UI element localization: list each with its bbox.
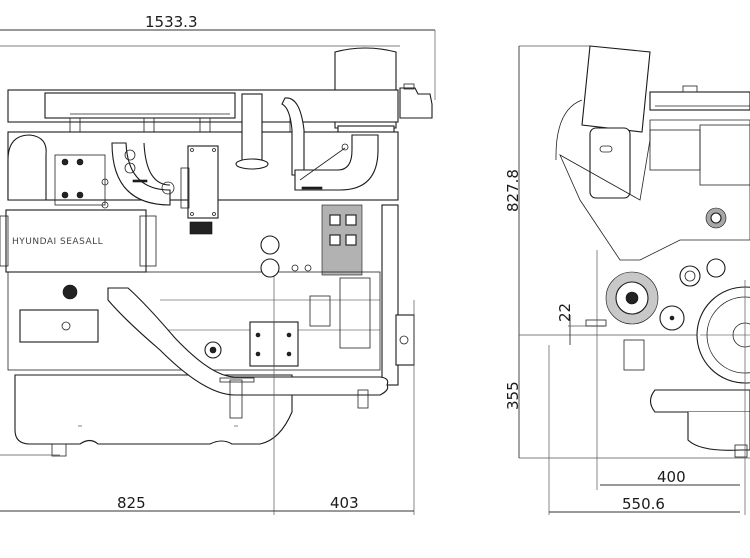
flywheel-housing xyxy=(381,204,415,386)
alternator-pulley xyxy=(605,271,659,325)
dimension-front-to-mount: 825 xyxy=(0,275,275,515)
exhaust-manifold xyxy=(111,134,379,206)
end-rocker-cover xyxy=(649,85,750,111)
intake-pipe xyxy=(235,93,305,176)
dim-label-mount-to-flywheel: 403 xyxy=(330,494,359,512)
dim-label-overall-height: 827.8 xyxy=(504,169,522,212)
dimension-overall-width: 550.6 xyxy=(549,495,740,513)
end-view: 827.8 355 22 xyxy=(504,45,750,515)
end-air-filter xyxy=(555,45,651,199)
dimension-mount-offset: 22 xyxy=(556,303,605,345)
dim-label-front-to-mount: 825 xyxy=(117,494,146,512)
idler-pulley xyxy=(659,207,727,331)
dim-label-crank-height: 355 xyxy=(504,381,522,410)
dimension-overall-length: 1533.3 xyxy=(0,13,436,100)
dim-label-mount-offset: 22 xyxy=(556,303,574,322)
ecu-module xyxy=(180,145,219,235)
crankshaft-pulley xyxy=(696,286,750,384)
dim-label-overall-width: 550.6 xyxy=(622,495,665,513)
flange-plate xyxy=(54,154,109,209)
starter-motor xyxy=(19,284,99,343)
dim-label-mount-width: 400 xyxy=(657,468,686,486)
header-tank xyxy=(399,83,433,119)
exhaust-downpipe xyxy=(107,287,389,419)
end-engine-body xyxy=(559,119,750,261)
brand-label: HYUNDAI SEASALL xyxy=(12,237,103,247)
side-view: 1533.3 xyxy=(0,13,436,515)
dimension-overall-height: 827.8 xyxy=(504,45,590,335)
dimension-mount-width: 400 xyxy=(600,468,740,486)
end-oil-pan xyxy=(649,389,750,458)
dimension-crank-height: 355 xyxy=(504,334,750,459)
end-mount-bracket xyxy=(585,250,645,490)
dim-label-overall-length: 1533.3 xyxy=(145,13,198,31)
rocker-cover xyxy=(7,89,399,133)
dimension-mount-to-flywheel: 403 xyxy=(274,300,415,515)
intercooler: HYUNDAI SEASALL xyxy=(0,209,157,273)
fuel-injection-pump xyxy=(309,204,371,349)
